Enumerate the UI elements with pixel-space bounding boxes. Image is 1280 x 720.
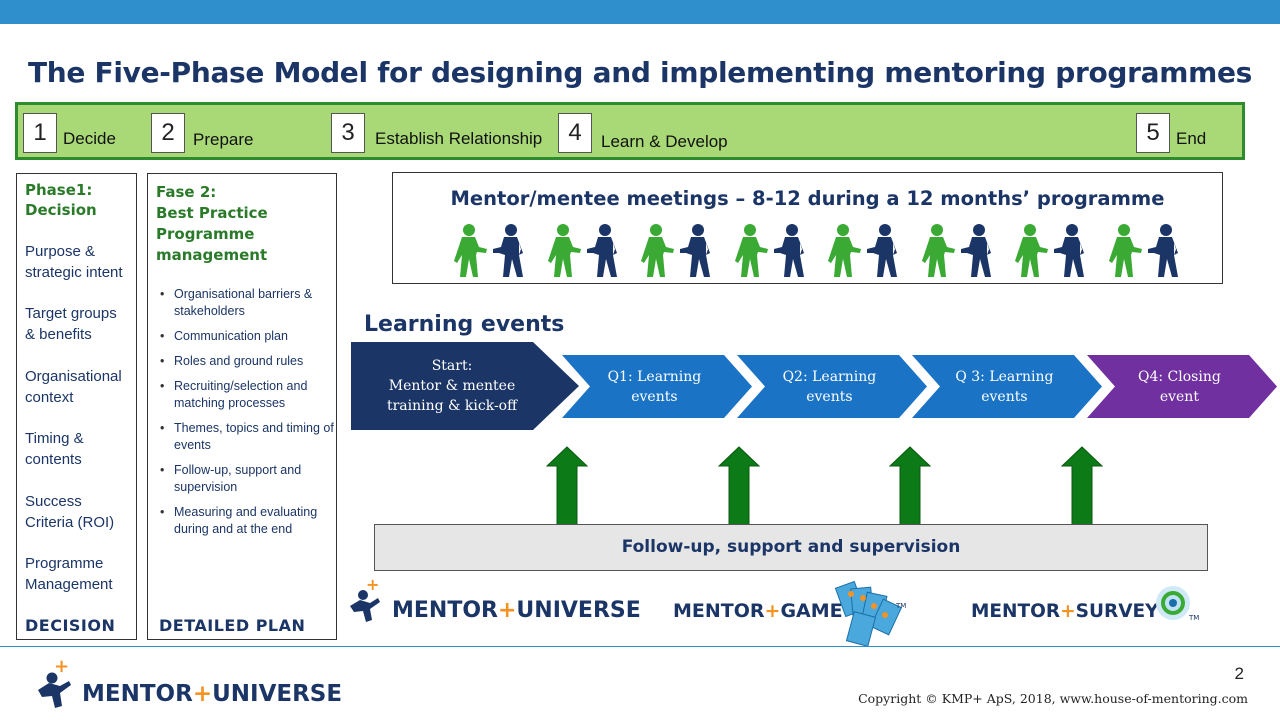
learning-event-chevron	[351, 342, 579, 430]
phase-number-2: 2	[151, 113, 185, 153]
mentor-figure-icon: +	[350, 576, 380, 622]
up-arrow-icon	[718, 446, 760, 530]
bullet-item: Organisational barriers & stakeholders	[160, 286, 349, 320]
phase-number-5: 5	[1136, 113, 1170, 153]
phase2-column: Fase 2: Best Practice Programme manageme…	[147, 173, 337, 640]
mentor-mentee-pair-icon	[1014, 223, 1094, 279]
phase-number-3: 3	[331, 113, 365, 153]
bullet-item: Themes, topics and timing of events	[160, 420, 349, 454]
phase1-item-target-groups: Target groups& benefits	[25, 305, 117, 343]
mentor-mentee-pair-icon	[1108, 223, 1188, 279]
phase-label-establish: Establish Relationship	[375, 129, 543, 148]
mentor-mentee-pair-icon	[640, 223, 720, 279]
phase-label-prepare: Prepare	[193, 130, 254, 149]
target-icon: TM	[1156, 586, 1199, 622]
bullet-item: Recruiting/selection and matching proces…	[160, 378, 349, 412]
learning-event-chevron	[912, 355, 1102, 418]
mentor-mentee-pair-icon	[827, 223, 907, 279]
phase-bar: 1 Decide 2 Prepare 3 Establish Relations…	[15, 102, 1245, 160]
phase1-column: Phase1: Decision Purpose &strategic inte…	[16, 173, 137, 640]
mentor-mentee-pair-icon	[734, 223, 814, 279]
learning-event-chevron	[1087, 355, 1277, 418]
page-number: 2	[1234, 664, 1244, 683]
phase-label-end: End	[1176, 129, 1207, 148]
phase-label-decide: Decide	[63, 129, 116, 148]
game-cards-icon: TM	[834, 580, 906, 647]
phase1-footer: DECISION	[25, 616, 116, 635]
meetings-heading: Mentor/mentee meetings – 8-12 during a 1…	[450, 187, 1165, 210]
bullet-item: Measuring and evaluating during and at t…	[160, 504, 349, 538]
phase2-bullet-list: Organisational barriers & stakeholders C…	[158, 286, 349, 546]
phase1-item-purpose: Purpose &strategic intent	[25, 243, 123, 281]
mentor-mentee-pair-icon	[921, 223, 1001, 279]
footer-divider	[0, 646, 1280, 647]
mentor-mentee-pair-icon	[547, 223, 627, 279]
learning-event-chevron	[737, 355, 927, 418]
phase-number-4: 4	[558, 113, 592, 153]
svg-text:+: +	[54, 656, 69, 677]
learning-event-chevron	[562, 355, 752, 418]
meetings-box: Mentor/mentee meetings – 8-12 during a 1…	[392, 172, 1223, 284]
svg-text:TM: TM	[895, 602, 906, 610]
top-accent-bar	[0, 0, 1280, 24]
up-arrow-icon	[546, 446, 588, 530]
phase-number-1: 1	[23, 113, 57, 153]
bullet-item: Follow-up, support and supervision	[160, 462, 349, 496]
up-arrow-icon	[1061, 446, 1103, 530]
phase2-heading: Fase 2: Best Practice Programme manageme…	[156, 183, 268, 264]
up-arrow-icon	[889, 446, 931, 530]
bullet-item: Communication plan	[160, 328, 349, 345]
svg-text:TM: TM	[1188, 614, 1199, 622]
copyright-text: Copyright © KMP+ ApS, 2018, www.house-of…	[858, 691, 1248, 706]
phase2-footer: DETAILED PLAN	[159, 616, 306, 635]
slide-title: The Five-Phase Model for designing and i…	[27, 56, 1253, 89]
phase1-item-timing: Timing &contents	[25, 430, 84, 468]
phase-label-learn: Learn & Develop	[601, 132, 728, 151]
learning-events-title: Learning events	[364, 312, 565, 337]
bullet-item: Roles and ground rules	[160, 353, 349, 370]
phase1-heading: Phase1: Decision	[25, 181, 97, 219]
mentor-figure-icon: +	[38, 656, 71, 708]
follow-up-box: Follow-up, support and supervision	[374, 524, 1208, 571]
svg-text:+: +	[366, 576, 379, 594]
mentor-mentee-pair-icon	[453, 223, 533, 279]
